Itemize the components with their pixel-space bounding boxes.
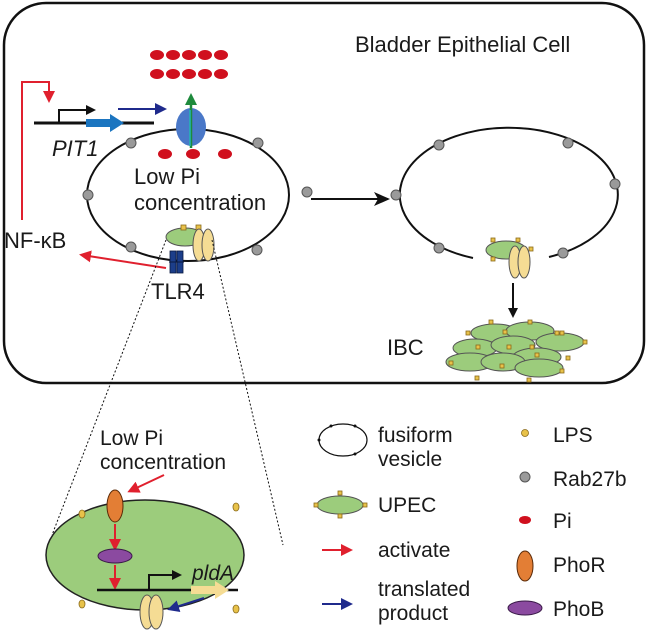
- legend-label-translated: translated: [378, 578, 470, 601]
- legend-item-pi: Pi: [519, 510, 572, 533]
- legend-label-fusiform: fusiform: [378, 424, 453, 447]
- legend-item-rab27b: Rab27b: [519, 468, 627, 491]
- legend-item-phob: PhoB: [507, 598, 604, 621]
- legend-rab27b-icon: [519, 471, 531, 483]
- pit1-coding-arrow: [86, 114, 124, 132]
- vesicle-right: [398, 126, 619, 259]
- phor-protein: [106, 489, 124, 523]
- legend-item-lps: LPS: [521, 424, 593, 447]
- inset-pilus: [139, 594, 164, 630]
- rab27b-dots-left: [82, 137, 313, 256]
- legend-label-lps: LPS: [553, 424, 593, 447]
- ibc-lps-dots: [448, 319, 588, 383]
- legend-phob-icon: [507, 600, 543, 616]
- ibc-label: IBC: [387, 335, 424, 360]
- legend-label-rab27b: Rab27b: [553, 468, 627, 491]
- legend-label-upec: UPEC: [378, 494, 436, 517]
- legend-item-phor: PhoR: [516, 550, 606, 582]
- legend-label-pi: Pi: [553, 510, 572, 533]
- legend-item-translated: translated product: [322, 578, 470, 625]
- legend-label-phob: PhoB: [553, 598, 604, 621]
- inset-activate-phor-arrow: [127, 474, 165, 493]
- nfkb-label: NF-κB: [4, 228, 66, 253]
- upec-right-vesicle: [485, 237, 534, 279]
- pldA-label: pldA: [191, 562, 234, 585]
- rab27b-dots-right: [390, 137, 621, 259]
- legend-lps-icon: [521, 429, 529, 437]
- pi-dots-outside: [150, 50, 228, 79]
- pit1-promoter-arrow: [58, 105, 96, 123]
- zoom-line-left: [51, 239, 167, 536]
- pldA-translated-arrow: [167, 597, 205, 612]
- legend-item-fusiform: fusiform vesicle: [317, 423, 453, 471]
- tlr4-receptor: [169, 250, 184, 274]
- upec-left-vesicle: [165, 224, 215, 262]
- pi-dots-inside: [158, 149, 232, 159]
- legend-label-activate: activate: [378, 539, 450, 562]
- inset-label-line1: Low Pi: [100, 427, 163, 450]
- nfkb-feedback-arrow: [21, 81, 55, 220]
- vesicle-label-line2: concentration: [134, 190, 266, 215]
- vesicle-label-line1: Low Pi: [134, 164, 200, 189]
- legend-phor-icon: [516, 550, 534, 582]
- phob-protein: [97, 548, 133, 564]
- tlr4-label: TLR4: [151, 279, 205, 304]
- pldA-promoter-arrow: [148, 570, 182, 590]
- legend-item-upec: UPEC: [313, 490, 436, 519]
- tlr4-to-nfkb-arrow: [79, 250, 167, 269]
- inset-lps-dots: [78, 502, 240, 614]
- legend: fusiform vesicle UPEC activate translate…: [313, 423, 627, 625]
- pldA-coding-arrow: [191, 581, 229, 599]
- legend-item-activate: activate: [322, 539, 450, 562]
- legend-label-product: product: [378, 602, 448, 625]
- legend-pi-icon: [519, 516, 531, 524]
- cell-title: Bladder Epithelial Cell: [355, 32, 570, 57]
- legend-label-phor: PhoR: [553, 554, 606, 577]
- zoom-line-right: [211, 239, 284, 546]
- inset-label-line2: concentration: [100, 451, 226, 474]
- legend-label-vesicle: vesicle: [378, 448, 442, 471]
- cell-boundary: [2, 1, 646, 385]
- pit1-label: PIT1: [52, 136, 98, 161]
